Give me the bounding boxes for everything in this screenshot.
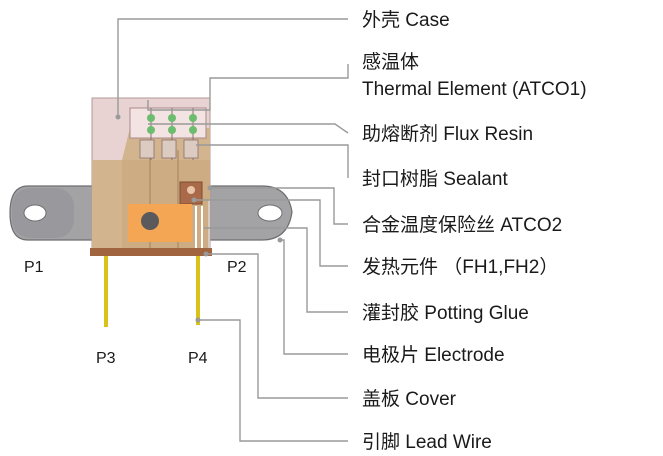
label-cover: 盖板 Cover xyxy=(362,388,457,410)
label-case: 外壳 Case xyxy=(362,9,450,31)
flux-resin xyxy=(147,114,197,134)
leader-lines xyxy=(115,18,349,442)
label-heater: 发热元件 （FH1,FH2） xyxy=(362,256,558,278)
pin-label-p3: P3 xyxy=(96,350,116,367)
pin-label-p2: P2 xyxy=(227,259,247,276)
label-flux-resin: 助熔断剂 Flux Resin xyxy=(362,123,533,145)
label-potting-glue: 灌封胶 Potting Glue xyxy=(362,302,529,324)
cover-plate xyxy=(90,248,212,256)
label-thermal-cn: 感温体 xyxy=(362,51,419,73)
lead-wire-p3 xyxy=(104,255,108,327)
alloy-fuse xyxy=(195,200,210,252)
label-thermal-en: Thermal Element (ATCO1) xyxy=(362,79,587,100)
mounting-hole-right xyxy=(257,204,283,222)
lead-wire-p4 xyxy=(196,255,200,325)
label-electrode: 电极片 Electrode xyxy=(362,344,505,366)
electrode-rivet xyxy=(141,212,159,230)
mounting-hole-left xyxy=(23,204,47,222)
label-sealant: 封口树脂 Sealant xyxy=(362,168,508,190)
sealant-dot xyxy=(187,186,195,194)
label-lead-wire: 引脚 Lead Wire xyxy=(362,431,492,453)
lead-wires xyxy=(104,255,200,327)
pin-label-p1: P1 xyxy=(24,259,44,276)
heating-element xyxy=(128,204,192,242)
pin-label-p4: P4 xyxy=(188,350,208,367)
label-alloy-fuse: 合金温度保险丝 ATCO2 xyxy=(362,214,562,236)
